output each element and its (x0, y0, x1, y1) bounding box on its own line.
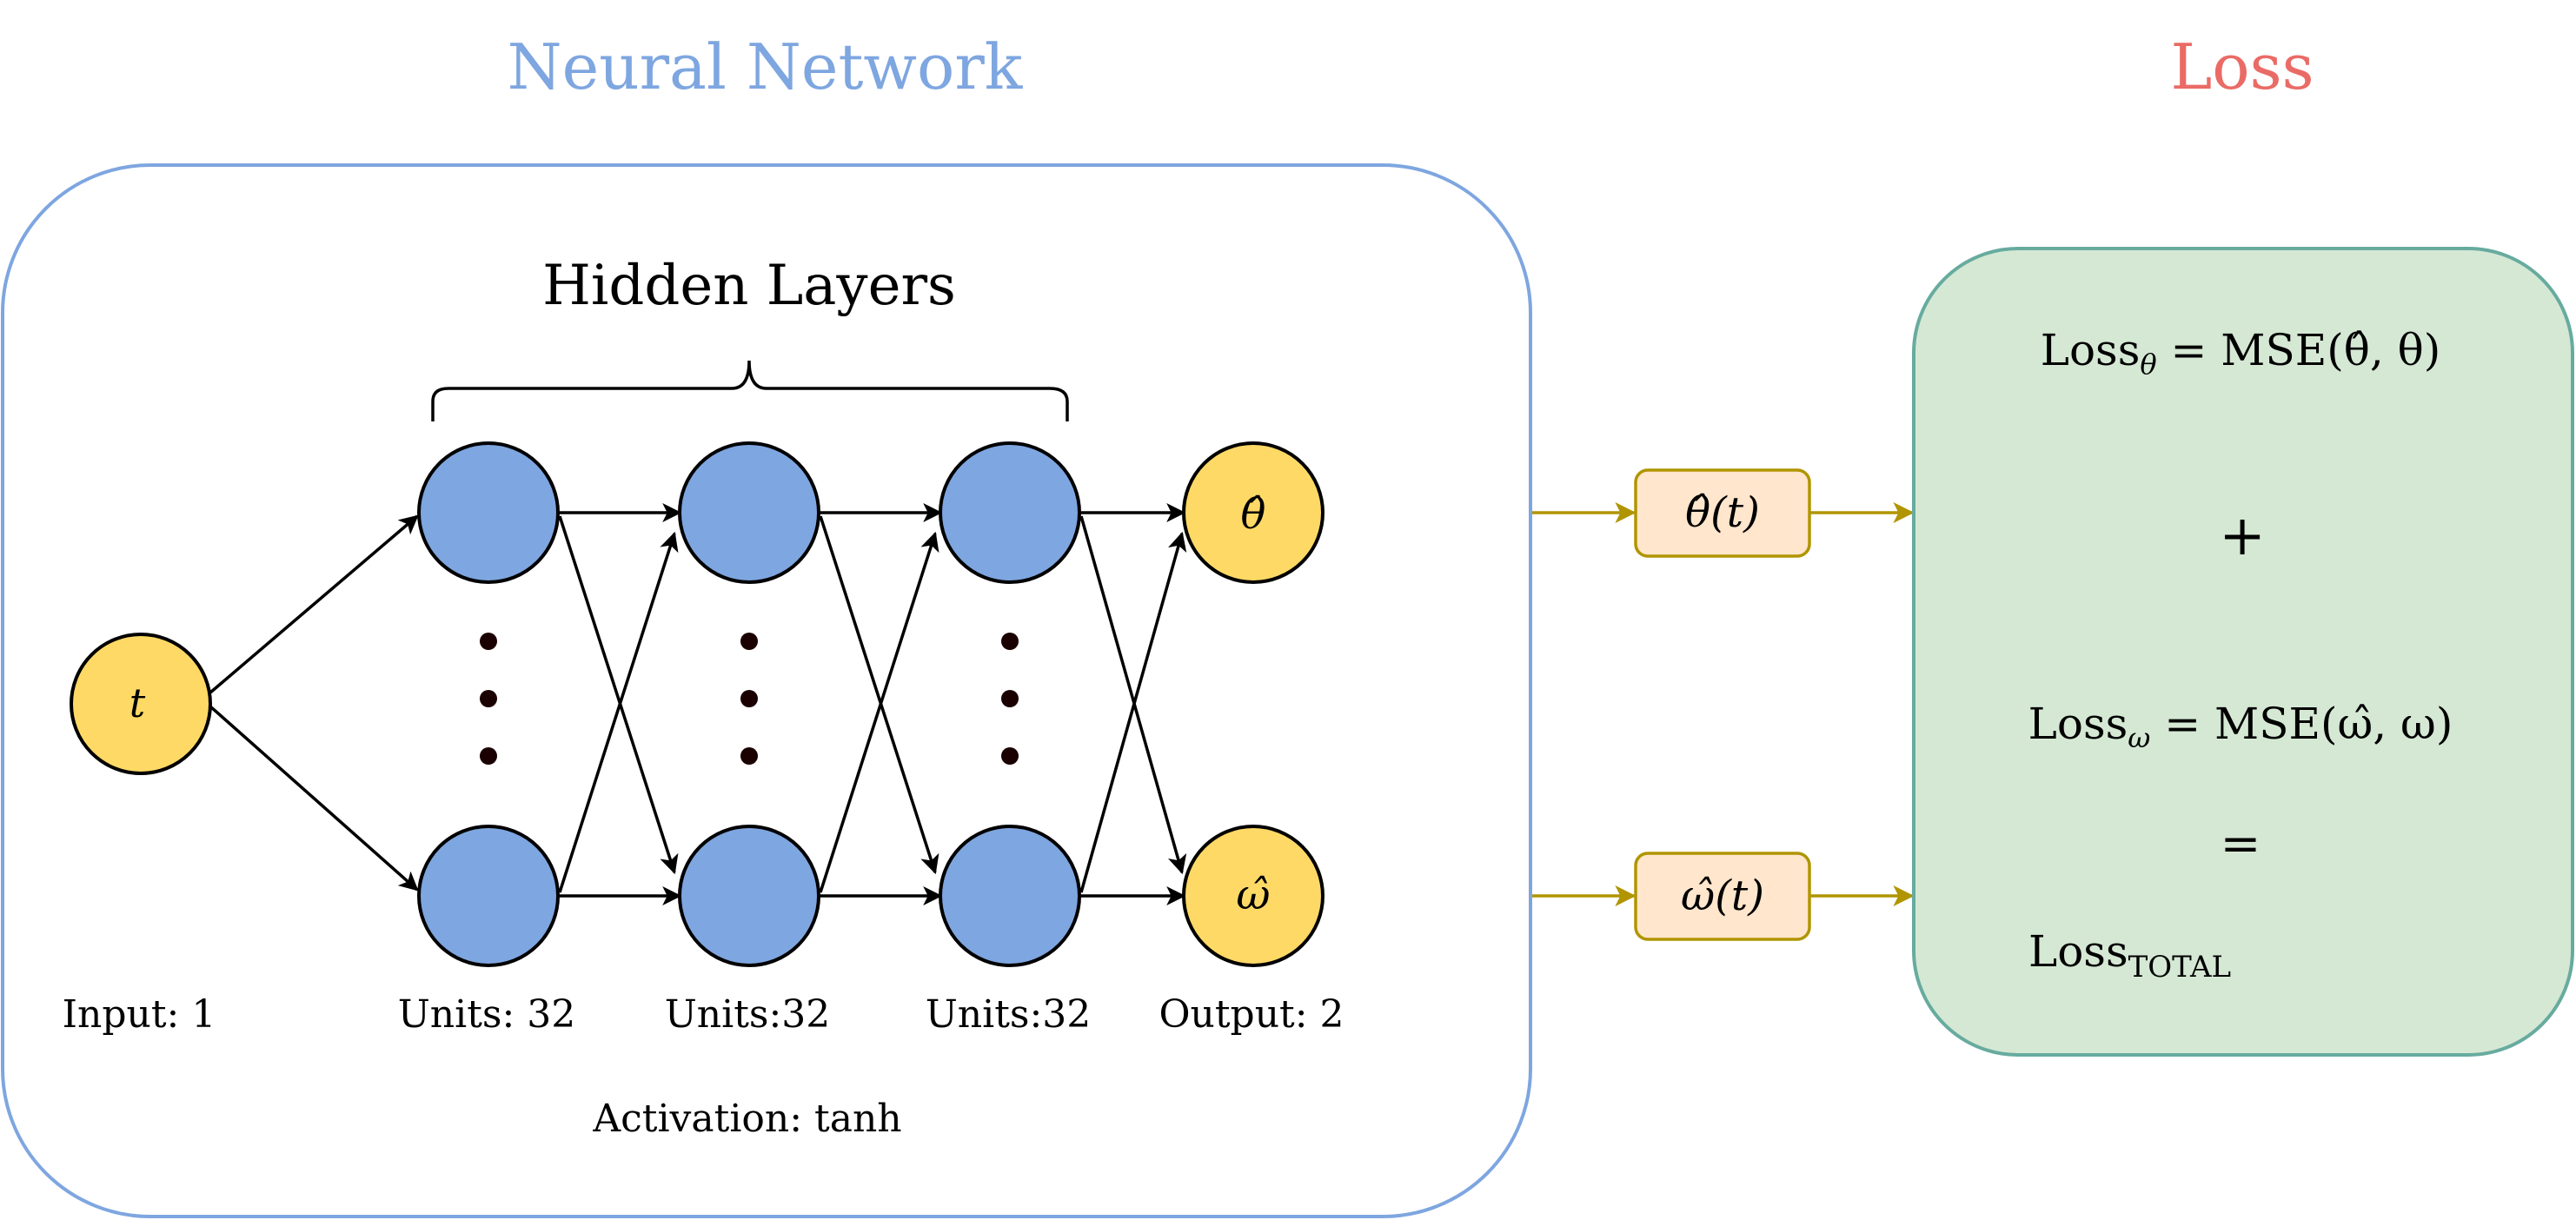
hidden-3-ellipsis (1001, 633, 1019, 765)
hidden-2-bottom-node (678, 825, 820, 967)
output-theta-symbol: θ̂ (1241, 490, 1266, 539)
hidden-1-top-node (417, 441, 560, 584)
omega-prediction-box (1634, 852, 1811, 941)
network-connections (209, 503, 1187, 905)
loss-total-base: Loss (2028, 926, 2128, 977)
edge-h3b-out-theta (1079, 531, 1187, 893)
loss-omega-base: Loss (2028, 699, 2128, 749)
hidden-2-ellipsis (740, 633, 758, 765)
loss-total-sub: TOTAL (2128, 950, 2232, 985)
hidden-3-top-node (939, 441, 1081, 584)
edge-input-h1-bottom (209, 705, 419, 892)
loss-theta-base: Loss (2041, 325, 2141, 375)
hidden-1-units-label: Units: 32 (398, 992, 576, 1037)
output-label: Output: 2 (1159, 992, 1344, 1037)
input-node (70, 633, 212, 775)
edge-h1b-h2t (558, 531, 679, 893)
loss-omega-equation: Lossω = MSE(ω̂, ω) (2028, 699, 2453, 754)
loss-title: Loss (2170, 30, 2314, 103)
loss-total: LossTOTAL (2028, 926, 2231, 985)
theta-prediction-text: θ̂(t) (1685, 488, 1760, 537)
input-node-symbol: t (129, 680, 146, 726)
hidden-3-units-label: Units:32 (926, 992, 1092, 1037)
loss-theta-sub: θ (2140, 348, 2156, 381)
activation-label: Activation: tanh (592, 1097, 901, 1141)
loss-theta-rhs: = MSE(θ̂, θ) (2157, 325, 2441, 375)
network-title: Neural Network (508, 30, 1024, 103)
hidden-3-bottom-node (939, 825, 1081, 967)
theta-prediction-box (1634, 468, 1811, 558)
omega-prediction-text: ω̂(t) (1681, 872, 1764, 920)
prediction-arrows (1532, 502, 1915, 906)
output-omega-node (1182, 825, 1325, 967)
loss-equals-sign: = (2221, 816, 2261, 872)
loss-plus-sign: + (2219, 504, 2266, 568)
hidden-layers-title: Hidden Layers (542, 254, 956, 318)
loss-theta-equation: Lossθ = MSE(θ̂, θ) (2041, 325, 2441, 381)
edge-h2b-h3t (819, 531, 939, 893)
edge-h3t-out-omega (1079, 515, 1187, 875)
input-label: Input: 1 (63, 992, 216, 1037)
edge-h1t-h2b (558, 515, 679, 875)
edge-h2t-h3b (819, 515, 939, 875)
network-container (1, 163, 1532, 1218)
hidden-2-units-label: Units:32 (665, 992, 831, 1037)
activation-value: tanh (814, 1097, 902, 1141)
hidden-2-top-node (678, 441, 820, 584)
edge-input-h1-top (209, 514, 419, 694)
loss-container (1912, 247, 2574, 1057)
loss-omega-sub: ω (2128, 721, 2150, 754)
output-omega-symbol: ω̂ (1236, 871, 1270, 919)
hidden-layers-brace (431, 360, 1069, 421)
activation-prefix: Activation: (592, 1097, 814, 1141)
hidden-1-ellipsis (480, 633, 497, 765)
loss-omega-rhs: = MSE(ω̂, ω) (2150, 699, 2453, 749)
output-theta-node (1182, 441, 1325, 584)
hidden-1-bottom-node (417, 825, 560, 967)
